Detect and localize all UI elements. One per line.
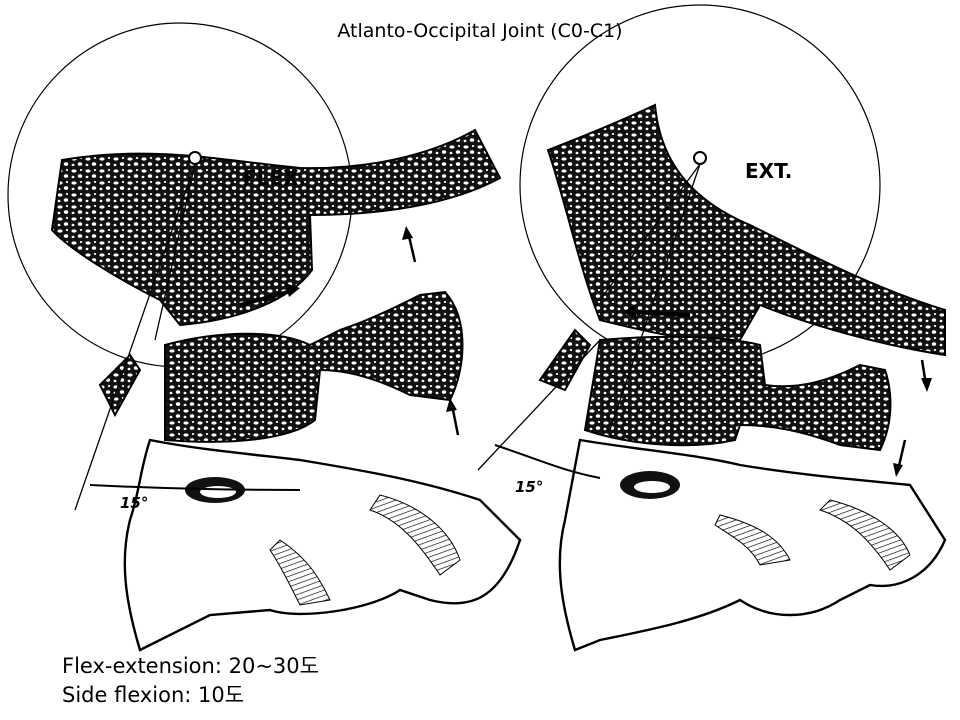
side-flexion-note: Side flexion: 10도 (62, 683, 245, 707)
slide-title: Atlanto-Occipital Joint (C0-C1) (337, 20, 623, 42)
anterior-arch (98, 353, 142, 418)
anterior-arch (538, 328, 592, 392)
extension-angle-label: 15° (515, 478, 543, 496)
atlas-c1 (164, 290, 464, 443)
axis-point (693, 151, 707, 165)
occipital-bone (546, 103, 946, 357)
flexion-angle-label: 15° (120, 494, 148, 512)
occipital-bone (50, 128, 502, 327)
extension-panel: EXT. 15° (477, 4, 947, 652)
axis-point (188, 151, 202, 165)
flexion-label: FLEX. (243, 166, 306, 190)
extension-label: EXT. (745, 159, 792, 183)
flexion-panel: FLEX. 15° (7, 22, 522, 652)
slide-notes: Flex-extension: 20~30도 Side flexion: 10도 (62, 652, 319, 710)
movement-arrow (239, 288, 296, 307)
movement-arrow (629, 310, 691, 317)
axis-c2 (123, 438, 522, 652)
atlas-c1 (583, 335, 892, 452)
flex-extension-note: Flex-extension: 20~30도 (62, 654, 319, 678)
